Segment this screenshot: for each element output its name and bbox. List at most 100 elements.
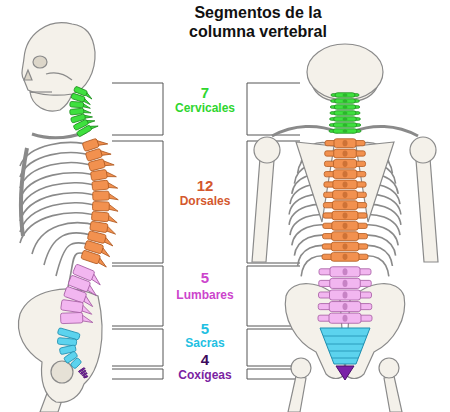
segment-name: Lumbares <box>176 289 233 301</box>
transverse-process <box>322 254 368 259</box>
transverse-process <box>319 280 372 286</box>
thoracic-vertebra <box>92 201 118 211</box>
spinous-process <box>343 111 348 114</box>
vertebral-body <box>333 180 357 189</box>
spinous-process <box>343 291 348 298</box>
bracket <box>112 83 163 135</box>
vertebral-body <box>333 123 356 128</box>
vertebral-body <box>91 211 109 222</box>
vertebral-body <box>330 267 360 277</box>
clavicle <box>272 126 338 136</box>
vertebral-body <box>335 99 356 104</box>
spinous-process <box>343 202 348 208</box>
thoracic-vertebra <box>325 149 366 158</box>
spinous-process <box>343 223 348 229</box>
spinous-process <box>343 140 348 146</box>
thoracic-vertebra <box>323 201 366 210</box>
vertebral-body <box>331 252 359 261</box>
bracket-lines <box>112 83 300 379</box>
cervical-vertebra <box>330 111 360 116</box>
vertebral-body <box>90 169 107 180</box>
spinous-process <box>343 243 348 249</box>
vertebral-body <box>335 93 355 98</box>
transverse-process <box>324 192 367 197</box>
cervical-vertebra <box>330 105 359 110</box>
transverse-process <box>331 100 360 103</box>
spinous-process <box>343 268 348 275</box>
spinous-process <box>343 192 348 198</box>
vertebral-body <box>334 149 357 158</box>
segment-count: 5 <box>201 321 209 336</box>
transverse-process <box>330 118 361 121</box>
vertebral-body <box>61 299 84 312</box>
thoracic-vertebra <box>88 156 114 171</box>
thoracic-vertebra <box>91 211 118 222</box>
coccygeal-vertebra <box>84 375 88 378</box>
transverse-process <box>319 292 372 298</box>
vertebral-body <box>57 338 77 346</box>
transverse-process <box>323 234 368 239</box>
transverse-process <box>323 223 367 228</box>
thoracic-vertebra <box>85 146 111 162</box>
vertebral-body <box>92 180 109 190</box>
thoracic-vertebra <box>324 180 366 189</box>
pelvis <box>18 289 102 402</box>
transverse-process <box>329 124 360 127</box>
segment-name: Cervicales <box>175 102 235 114</box>
transverse-process <box>330 112 360 115</box>
vertebral-body <box>88 159 105 172</box>
spinous-process <box>343 161 348 167</box>
spinous-process <box>343 93 348 96</box>
rib <box>20 183 98 210</box>
transverse-process <box>323 213 367 218</box>
cervical-vertebra <box>329 123 360 128</box>
sacral-vertebra <box>70 357 82 369</box>
vertebral-body <box>76 125 92 137</box>
sacrum-segments <box>323 336 367 358</box>
thoracic-vertebra <box>82 135 108 151</box>
cervical-vertebra <box>329 129 361 134</box>
lumbar-vertebra <box>61 312 93 324</box>
vertebral-body <box>61 312 83 323</box>
transverse-process <box>322 244 367 249</box>
spinous-process <box>343 171 348 177</box>
transverse-process <box>324 172 366 177</box>
cervical-vertebra <box>76 121 98 137</box>
back-spine <box>318 93 372 380</box>
lumbar-vertebra <box>319 278 372 288</box>
thoracic-vertebra <box>81 250 109 267</box>
lumbar-vertebra <box>319 267 371 277</box>
cervical-vertebra <box>70 101 91 108</box>
thoracic-vertebra <box>322 242 367 251</box>
spine-segment <box>61 264 105 324</box>
cervical-vertebra <box>330 117 361 122</box>
vertebral-body <box>333 170 357 179</box>
coccyx <box>336 366 354 380</box>
transverse-process <box>330 106 359 109</box>
segment-count: 7 <box>201 85 209 100</box>
vertebral-body <box>330 278 361 288</box>
thoracic-vertebra <box>325 139 365 148</box>
segment-count: 4 <box>201 352 209 367</box>
sacral-vertebra <box>57 338 77 346</box>
thoracic-vertebra <box>90 168 116 181</box>
transverse-process <box>319 269 371 275</box>
vertebral-body <box>70 101 84 107</box>
lumbar-vertebra <box>319 290 372 300</box>
vertebral-body <box>70 357 82 369</box>
segment-name: Sacras <box>185 337 224 349</box>
eye-socket <box>33 56 47 68</box>
thoracic-vertebra <box>324 190 367 199</box>
vertebral-body <box>93 191 110 200</box>
diagram-title: Segmentos de la columna vertebral <box>175 3 341 41</box>
spinous-process <box>343 212 348 218</box>
vertebral-body <box>334 139 356 148</box>
vertebral-body <box>332 211 358 220</box>
vertebral-body <box>81 250 101 264</box>
lumbar-vertebra <box>318 313 372 323</box>
transverse-process <box>318 315 372 321</box>
bracket <box>112 329 163 366</box>
vertebral-body <box>329 313 361 323</box>
vertebral-body <box>334 117 357 122</box>
spinous-process <box>343 303 348 310</box>
